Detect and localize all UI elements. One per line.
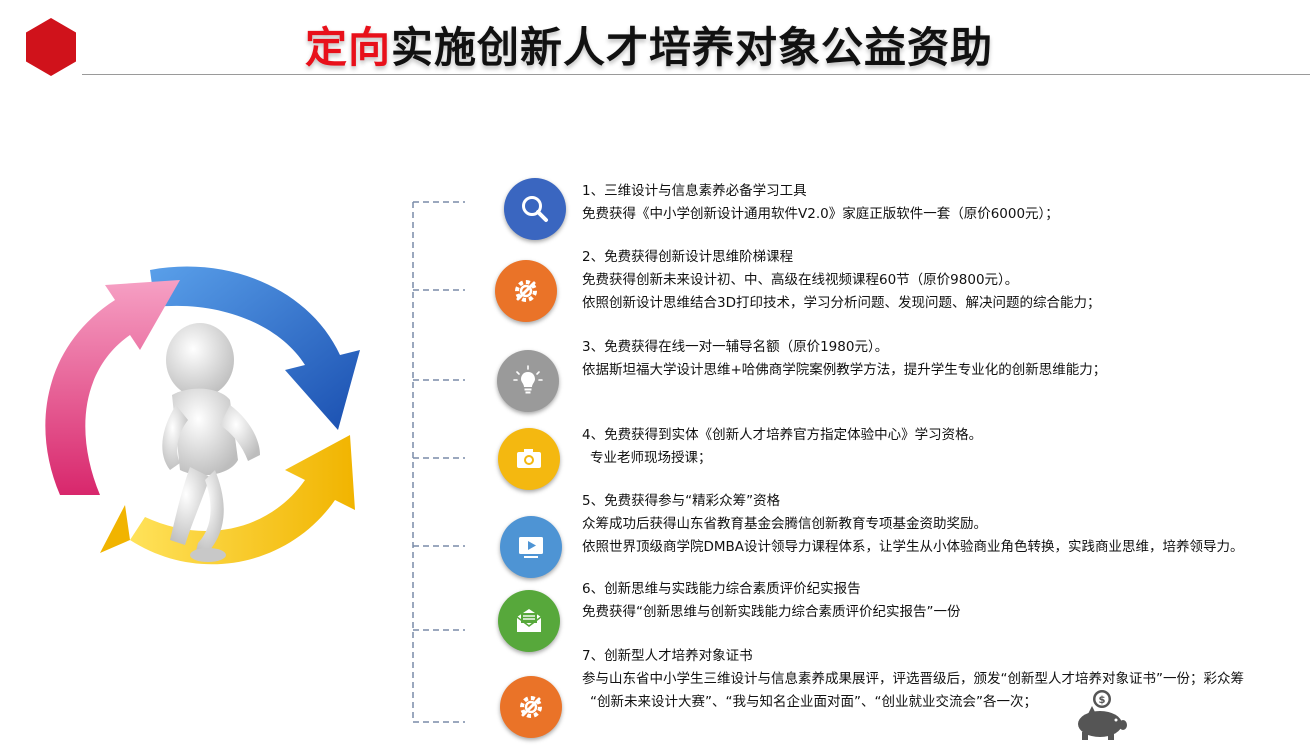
item-3-title: 3、免费获得在线一对一辅导名额（原价1980元）。 — [582, 339, 889, 355]
item-6-text: 6、创新思维与实践能力综合素质评价纪实报告 免费获得“创新思维与创新实践能力综合… — [582, 578, 961, 624]
item-2-title: 2、免费获得创新设计思维阶梯课程 — [582, 249, 794, 265]
camera-icon — [517, 449, 541, 468]
item-2-icon-circle — [495, 260, 557, 322]
item-2-text: 2、免费获得创新设计思维阶梯课程 免费获得创新未来设计初、中、高级在线视频课程6… — [582, 246, 1100, 315]
item-5-title: 5、免费获得参与“精彩众筹”资格 — [582, 493, 781, 509]
item-6-title: 6、创新思维与实践能力综合素质评价纪实报告 — [582, 581, 861, 597]
hexagon-logo-icon — [26, 18, 76, 76]
item-4-line: 专业老师现场授课； — [590, 450, 712, 466]
piggy-bank-coin-icon: $ — [1078, 690, 1127, 740]
video-monitor-icon — [519, 537, 543, 558]
item-6-line: 免费获得“创新思维与创新实践能力综合素质评价纪实报告”一份 — [582, 604, 961, 620]
dashed-bracket-connector — [412, 201, 465, 723]
item-7-line: 参与山东省中小学生三维设计与信息素养成果展评，评选晋级后，颁发“创新型人才培养对… — [582, 671, 1244, 687]
item-5-text: 5、免费获得参与“精彩众筹”资格 众筹成功后获得山东省教育基金会腾信创新教育专项… — [582, 490, 1244, 559]
lightbulb-icon — [513, 365, 543, 394]
item-5-line: 众筹成功后获得山东省教育基金会腾信创新教育专项基金资助奖励。 — [582, 516, 987, 532]
item-6-icon-circle — [498, 590, 560, 652]
item-1-line: 免费获得《中小学创新设计通用软件V2.0》家庭正版软件一套（原价6000元）； — [582, 206, 1059, 222]
item-2-line: 依照创新设计思维结合3D打印技术，学习分析问题、发现问题、解决问题的综合能力； — [582, 295, 1101, 311]
gear-wrench-icon — [515, 280, 537, 302]
item-1-icon-circle — [504, 178, 566, 240]
title-rest: 实施创新人才培养对象公益资助 — [391, 23, 994, 72]
item-4-text: 4、免费获得到实体《创新人才培养官方指定体验中心》学习资格。 专业老师现场授课； — [582, 424, 982, 470]
cycle-arrows-figure-illustration — [45, 266, 360, 565]
gear-wrench-icon — [520, 696, 542, 718]
item-7-text: 7、创新型人才培养对象证书 参与山东省中小学生三维设计与信息素养成果展评，评选晋… — [582, 645, 1244, 714]
title-divider — [82, 74, 1310, 75]
item-1-text: 1、三维设计与信息素养必备学习工具 免费获得《中小学创新设计通用软件V2.0》家… — [582, 180, 1059, 226]
item-1-title: 1、三维设计与信息素养必备学习工具 — [582, 183, 807, 199]
page-title: 定向实施创新人才培养对象公益资助 — [305, 14, 993, 75]
item-5-line: 依照世界顶级商学院DMBA设计领导力课程体系，让学生从小体验商业角色转换，实践商… — [582, 539, 1244, 555]
magnifier-icon — [522, 196, 548, 222]
item-2-line: 免费获得创新未来设计初、中、高级在线视频课程60节（原价9800元）。 — [582, 272, 1019, 288]
item-3-text: 3、免费获得在线一对一辅导名额（原价1980元）。 依据斯坦福大学设计思维+哈佛… — [582, 336, 1106, 382]
item-4-icon-circle — [498, 428, 560, 490]
item-7-title: 7、创新型人才培养对象证书 — [582, 648, 753, 664]
item-7-line: “创新未来设计大赛”、“我与知名企业面对面”、“创业就业交流会”各一次； — [590, 694, 1037, 710]
svg-text:$: $ — [1099, 695, 1106, 706]
envelope-icon — [516, 609, 542, 632]
item-5-icon-circle — [500, 516, 562, 578]
title-highlight: 定向 — [305, 23, 392, 72]
item-7-icon-circle — [500, 676, 562, 738]
item-4-title: 4、免费获得到实体《创新人才培养官方指定体验中心》学习资格。 — [582, 427, 983, 443]
item-3-icon-circle — [497, 350, 559, 412]
item-3-line: 依据斯坦福大学设计思维+哈佛商学院案例教学方法，提升学生专业化的创新思维能力； — [582, 362, 1107, 378]
